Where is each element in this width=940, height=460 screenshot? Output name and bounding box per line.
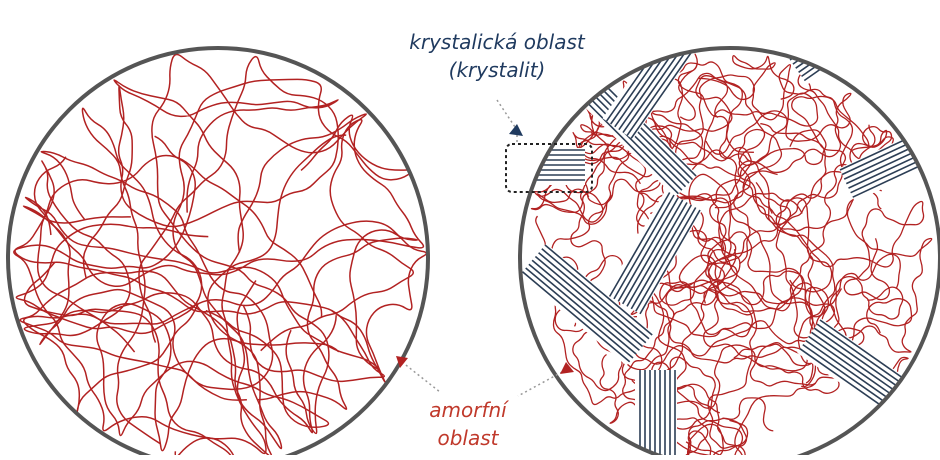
amorphous-label-line1: amorfní bbox=[408, 398, 528, 422]
crystallite-chain-segment bbox=[790, 0, 880, 60]
amorphous-label-line2: oblast bbox=[408, 426, 528, 450]
crystallite-background bbox=[789, 0, 897, 85]
crystallite-leader-line bbox=[497, 100, 517, 142]
crystalline-region-label: krystalická oblast bbox=[372, 30, 622, 54]
polymer-chain bbox=[173, 79, 412, 448]
crystallite-arrow-icon bbox=[509, 124, 523, 136]
amorphous-arrow-right-icon bbox=[560, 362, 574, 374]
crystallite-chain-segment bbox=[793, 1, 883, 64]
amorphous-chains-left bbox=[14, 54, 427, 455]
crystallite-label: (krystalit) bbox=[372, 58, 622, 82]
amorphous-leader-left bbox=[402, 362, 440, 392]
crystallite-background bbox=[605, 190, 701, 315]
left-circle-border bbox=[8, 48, 428, 455]
crystallite-chain-segment bbox=[796, 5, 886, 68]
crystallite-chain-segment bbox=[804, 17, 894, 80]
